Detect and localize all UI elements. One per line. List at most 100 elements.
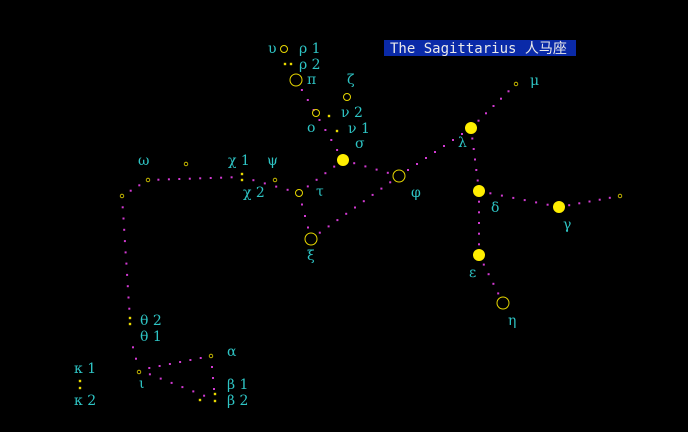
label-theta1: θ 1 [140,329,162,345]
line-west-theta [121,206,131,310]
label-iota: ι [139,376,145,392]
label-eta: η [508,313,516,329]
line-dot [129,189,132,192]
line-dot [213,388,215,390]
line-dot [478,211,480,214]
line-dot [122,217,125,220]
line-dot [578,202,581,205]
label-chi1: χ 1 [228,153,250,169]
line-dot [330,139,333,141]
line-dot [471,137,474,140]
line-dot [477,119,480,122]
line-dot [128,307,131,310]
line-lambda-delta [471,137,479,182]
line-delta-gamma [489,192,549,206]
line-dot [375,168,378,171]
line-phi-lambda [407,133,463,171]
line-dot [389,181,392,184]
line-dot [500,194,503,197]
label-alpha: α [227,344,237,360]
label-zeta: ζ [347,72,355,88]
star-nu1 [335,129,339,133]
star-theta2-b [128,322,132,326]
line-dot [336,149,339,151]
line-dot [121,206,124,209]
stars [78,45,623,403]
line-dot [512,196,515,199]
line-dot [489,192,492,195]
line-dot [434,151,436,153]
line-dot [443,145,445,147]
line-epsilon-eta [482,263,500,295]
star-phi [392,169,406,183]
line-dot [168,363,171,365]
line-dot [475,169,478,171]
line-dot [345,212,348,215]
line-dot [263,182,266,185]
star-nu2 [312,109,320,117]
line-dot [523,199,526,202]
line-dot [199,177,202,180]
label-nu2: ν 2 [341,105,363,121]
line-dot [199,357,202,359]
star-gamma-east [617,193,623,199]
line-dot [148,373,151,376]
line-dot [125,262,128,265]
line-dot [478,200,480,203]
line-dot [598,198,601,201]
line-dot [179,361,182,363]
line-dot [275,185,278,188]
line-gamma-east [568,196,611,207]
line-dot [507,90,510,93]
star-beta-west [198,398,202,402]
line-dot [212,377,214,379]
line-dot [474,158,476,161]
label-epsilon: ε [469,265,476,281]
line-dot [304,215,306,217]
line-dot [386,171,389,174]
line-dot [492,282,495,285]
star-theta2 [128,316,132,320]
line-alpha-iota [148,357,202,369]
line-dot [230,176,233,179]
line-dot [333,165,336,168]
line-dot [158,365,161,367]
label-phi: φ [411,185,421,201]
line-dot [568,204,571,207]
star-labels: υ ρ 1 ρ 2 π ζ ν 2 ν 1 ο σ μ λ ω χ 1 ψ χ … [74,41,571,409]
star-omega-b [145,177,151,183]
star-zeta [343,93,351,101]
line-dot [478,243,480,246]
line-dot [306,185,309,188]
line-dot [192,390,195,393]
label-chi2: χ 2 [243,185,265,201]
line-dot [478,232,480,235]
label-omicron: ο [307,120,315,136]
line-dot [380,187,383,190]
line-dot [476,179,479,182]
line-dot [364,165,367,168]
line-dot [252,179,255,182]
line-dot [452,139,454,141]
line-dot [324,172,327,175]
label-tau: τ [316,184,324,200]
star-beta2 [213,399,217,403]
line-dot [497,292,500,295]
line-dot [300,89,303,91]
star-epsilon [473,249,485,261]
label-omega: ω [138,153,149,169]
star-iota [136,369,142,375]
line-dot [124,251,127,254]
line-xi-phi [318,181,392,234]
star-omega-a [183,161,189,167]
line-dot [123,240,126,243]
star-sigma [337,154,349,166]
line-dot [546,203,549,206]
line-dot [209,177,212,179]
star-nu2-dot [327,114,331,118]
label-rho1: ρ 1 [299,41,321,57]
line-lambda-mu [477,90,510,122]
label-delta: δ [491,200,499,216]
star-chi1 [240,172,244,176]
